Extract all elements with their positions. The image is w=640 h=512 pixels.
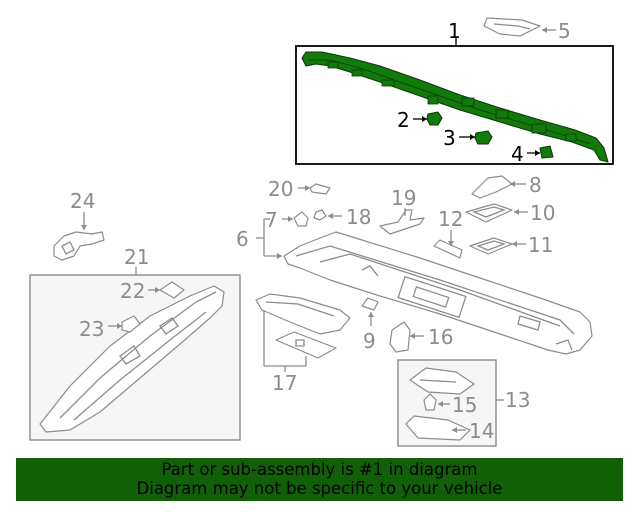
part-20[interactable] xyxy=(298,183,331,195)
callout-12: 12 xyxy=(438,207,463,231)
part-9[interactable] xyxy=(361,297,379,326)
clip-3[interactable] xyxy=(474,130,493,145)
clip-22[interactable] xyxy=(159,281,185,299)
clip-23[interactable] xyxy=(121,315,141,333)
part-10[interactable] xyxy=(465,203,528,223)
callout-11: 11 xyxy=(528,233,553,257)
disclaimer-banner: Part or sub-assembly is #1 in diagram Di… xyxy=(16,458,623,501)
part-18[interactable] xyxy=(313,209,342,221)
callout-16: 16 xyxy=(428,325,453,349)
assembly-1-group[interactable] xyxy=(295,38,614,165)
pillar-trim[interactable] xyxy=(39,285,225,433)
part-17[interactable] xyxy=(255,293,351,372)
callout-5: 5 xyxy=(558,19,571,43)
lamp-bulb[interactable] xyxy=(423,393,437,411)
part-12[interactable] xyxy=(433,230,463,259)
callout-10: 10 xyxy=(530,201,555,225)
assembly-13-group[interactable] xyxy=(397,359,504,447)
callout-1: 1 xyxy=(448,19,461,43)
part-24[interactable] xyxy=(53,212,105,261)
callout-8: 8 xyxy=(529,173,542,197)
part-8[interactable] xyxy=(471,175,526,199)
callout-17: 17 xyxy=(272,371,297,395)
callout-21: 21 xyxy=(124,245,149,269)
callout-22: 22 xyxy=(120,279,145,303)
part-11[interactable] xyxy=(469,237,526,255)
callout-2: 2 xyxy=(397,108,410,132)
callout-19: 19 xyxy=(391,186,416,210)
part-5[interactable] xyxy=(483,17,556,37)
part-6-headliner[interactable] xyxy=(256,218,593,355)
lamp-lens[interactable] xyxy=(405,415,471,441)
callout-14: 14 xyxy=(469,419,494,443)
callout-18: 18 xyxy=(346,205,371,229)
callout-20: 20 xyxy=(268,177,293,201)
callout-13: 13 xyxy=(505,388,530,412)
part-19[interactable] xyxy=(379,208,425,235)
callout-23: 23 xyxy=(79,317,104,341)
callout-4: 4 xyxy=(511,142,524,166)
banner-line-1: Part or sub-assembly is #1 in diagram xyxy=(161,460,478,479)
part-7[interactable] xyxy=(282,211,309,227)
assembly-21-group[interactable] xyxy=(29,267,241,441)
callout-3: 3 xyxy=(443,126,456,150)
banner-line-2: Diagram may not be specific to your vehi… xyxy=(136,479,503,498)
clip-4[interactable] xyxy=(539,145,554,159)
callout-15: 15 xyxy=(452,393,477,417)
callout-7: 7 xyxy=(265,208,278,232)
callout-9: 9 xyxy=(363,329,376,353)
callout-24: 24 xyxy=(70,189,95,213)
callout-6: 6 xyxy=(236,227,249,251)
part-16[interactable] xyxy=(389,321,424,353)
